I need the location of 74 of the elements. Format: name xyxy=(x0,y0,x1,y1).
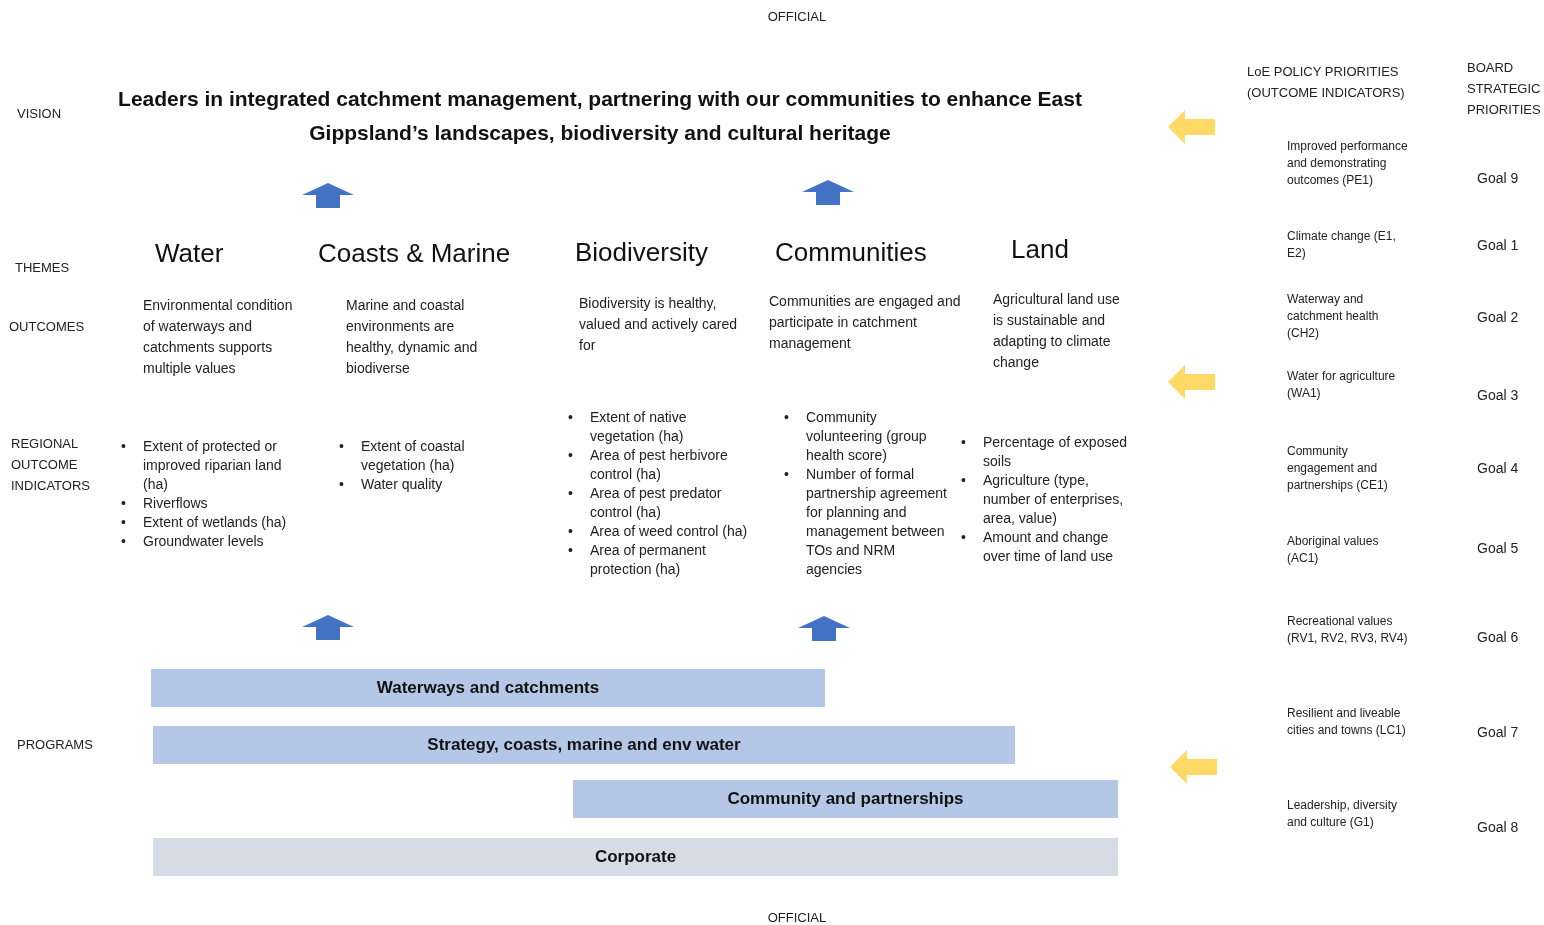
indicator-item: Percentage of exposed soils xyxy=(983,433,1128,471)
program-bar: Strategy, coasts, marine and env water xyxy=(153,726,1015,764)
outcome-text: Marine and coastal environments are healthy, dynamic and biodiverse xyxy=(346,296,479,378)
theme-heading: Communities xyxy=(775,236,928,268)
theme-heading: Biodiversity xyxy=(575,236,709,268)
goal-label: Goal 6 xyxy=(1477,628,1520,646)
row-label: REGIONAL OUTCOME INDICATORS xyxy=(11,435,91,495)
policy-priority: Water for agriculture (WA1) xyxy=(1287,368,1397,402)
outcome-text: Biodiversity is healthy, valued and actively cared for xyxy=(579,294,738,355)
row-label: THEMES xyxy=(15,259,71,277)
policy-priority: Leadership, diversity and culture (G1) xyxy=(1287,797,1399,831)
policy-priority: Improved performance and demonstrating outcomes (PE1) xyxy=(1287,138,1409,189)
indicator-item: Number of formal partnership agreement for planning and management between TOs and NRM agencies xyxy=(806,465,948,579)
indicator-item: Riverflows xyxy=(143,494,209,513)
goal-label: Goal 4 xyxy=(1477,459,1520,477)
bullet-marker: • xyxy=(960,528,967,547)
bullet-marker: • xyxy=(960,471,967,490)
indicator-item: Community volunteering (group health score) xyxy=(806,408,928,465)
policy-priority: Waterway and catchment health (CH2) xyxy=(1287,291,1380,342)
row-label: VISION xyxy=(17,105,63,123)
goal-label: Goal 1 xyxy=(1477,236,1520,254)
indicator-item: Extent of coastal vegetation (ha) xyxy=(361,437,466,475)
policy-priority: Climate change (E1, E2) xyxy=(1287,228,1397,262)
policy-priority: Recreational values (RV1, RV2, RV3, RV4) xyxy=(1287,613,1409,647)
indicator-item: Amount and change over time of land use xyxy=(983,528,1114,566)
indicator-item: Area of weed control (ha) xyxy=(590,522,748,541)
policy-priority: Aboriginal values (AC1) xyxy=(1287,533,1380,567)
goal-label: Goal 2 xyxy=(1477,308,1520,326)
vision-statement: Leaders in integrated catchment management, partnering with our communities to enhance East Gippsland’s landscapes, biodiversity and cultural heritage xyxy=(117,86,1083,146)
theme-heading: Land xyxy=(1011,233,1070,265)
goal-label: Goal 3 xyxy=(1477,386,1520,404)
column-heading: LoE POLICY PRIORITIES (OUTCOME INDICATORS) xyxy=(1247,63,1406,102)
bullet-marker: • xyxy=(120,532,127,551)
bullet-marker: • xyxy=(338,437,345,456)
goal-label: Goal 7 xyxy=(1477,723,1520,741)
indicator-item: Groundwater levels xyxy=(143,532,265,551)
program-bar: Waterways and catchments xyxy=(151,669,825,707)
column-heading: BOARD STRATEGIC PRIORITIES xyxy=(1467,59,1542,119)
policy-priority: Resilient and liveable cities and towns (LC1) xyxy=(1287,705,1407,739)
policy-priority: Community engagement and partnerships (CE1) xyxy=(1287,443,1389,494)
indicator-item: Agriculture (type, number of enterprises, area, value) xyxy=(983,471,1125,528)
bullet-marker: • xyxy=(783,465,790,484)
indicator-item: Area of pest predator control (ha) xyxy=(590,484,723,522)
indicator-item: Area of pest herbivore control (ha) xyxy=(590,446,729,484)
goal-label: Goal 8 xyxy=(1477,818,1520,836)
outcome-text: Environmental condition of waterways and catchments supports multiple values xyxy=(143,296,294,378)
bullet-marker: • xyxy=(567,446,574,465)
theme-heading: Water xyxy=(155,237,225,269)
program-bar: Corporate xyxy=(153,838,1118,876)
bullet-marker: • xyxy=(567,484,574,503)
row-label: PROGRAMS xyxy=(17,736,94,754)
bullet-marker: • xyxy=(120,494,127,513)
theme-heading: Coasts & Marine xyxy=(318,237,512,269)
bullet-marker: • xyxy=(567,408,574,427)
outcome-text: Agricultural land use is sustainable and adapting to climate change xyxy=(993,290,1121,372)
goal-label: Goal 5 xyxy=(1477,539,1520,557)
bullet-marker: • xyxy=(783,408,790,427)
indicator-item: Area of permanent protection (ha) xyxy=(590,541,707,579)
indicator-item: Extent of protected or improved riparian land (ha) xyxy=(143,437,283,494)
program-bar: Community and partnerships xyxy=(573,780,1118,818)
indicator-item: Extent of wetlands (ha) xyxy=(143,513,288,532)
bullet-marker: • xyxy=(120,437,127,456)
bullet-marker: • xyxy=(567,522,574,541)
outcome-text: Communities are engaged and participate in catchment management xyxy=(769,292,962,353)
goal-label: Goal 9 xyxy=(1477,169,1520,187)
bullet-marker: • xyxy=(120,513,127,532)
classification-label: OFFICIAL xyxy=(766,8,828,26)
classification-label: OFFICIAL xyxy=(766,909,828,925)
bullet-marker: • xyxy=(960,433,967,452)
indicator-item: Extent of native vegetation (ha) xyxy=(590,408,688,446)
row-label: OUTCOMES xyxy=(9,318,86,336)
bullet-marker: • xyxy=(567,541,574,560)
indicator-item: Water quality xyxy=(361,475,444,494)
bullet-marker: • xyxy=(338,475,345,494)
